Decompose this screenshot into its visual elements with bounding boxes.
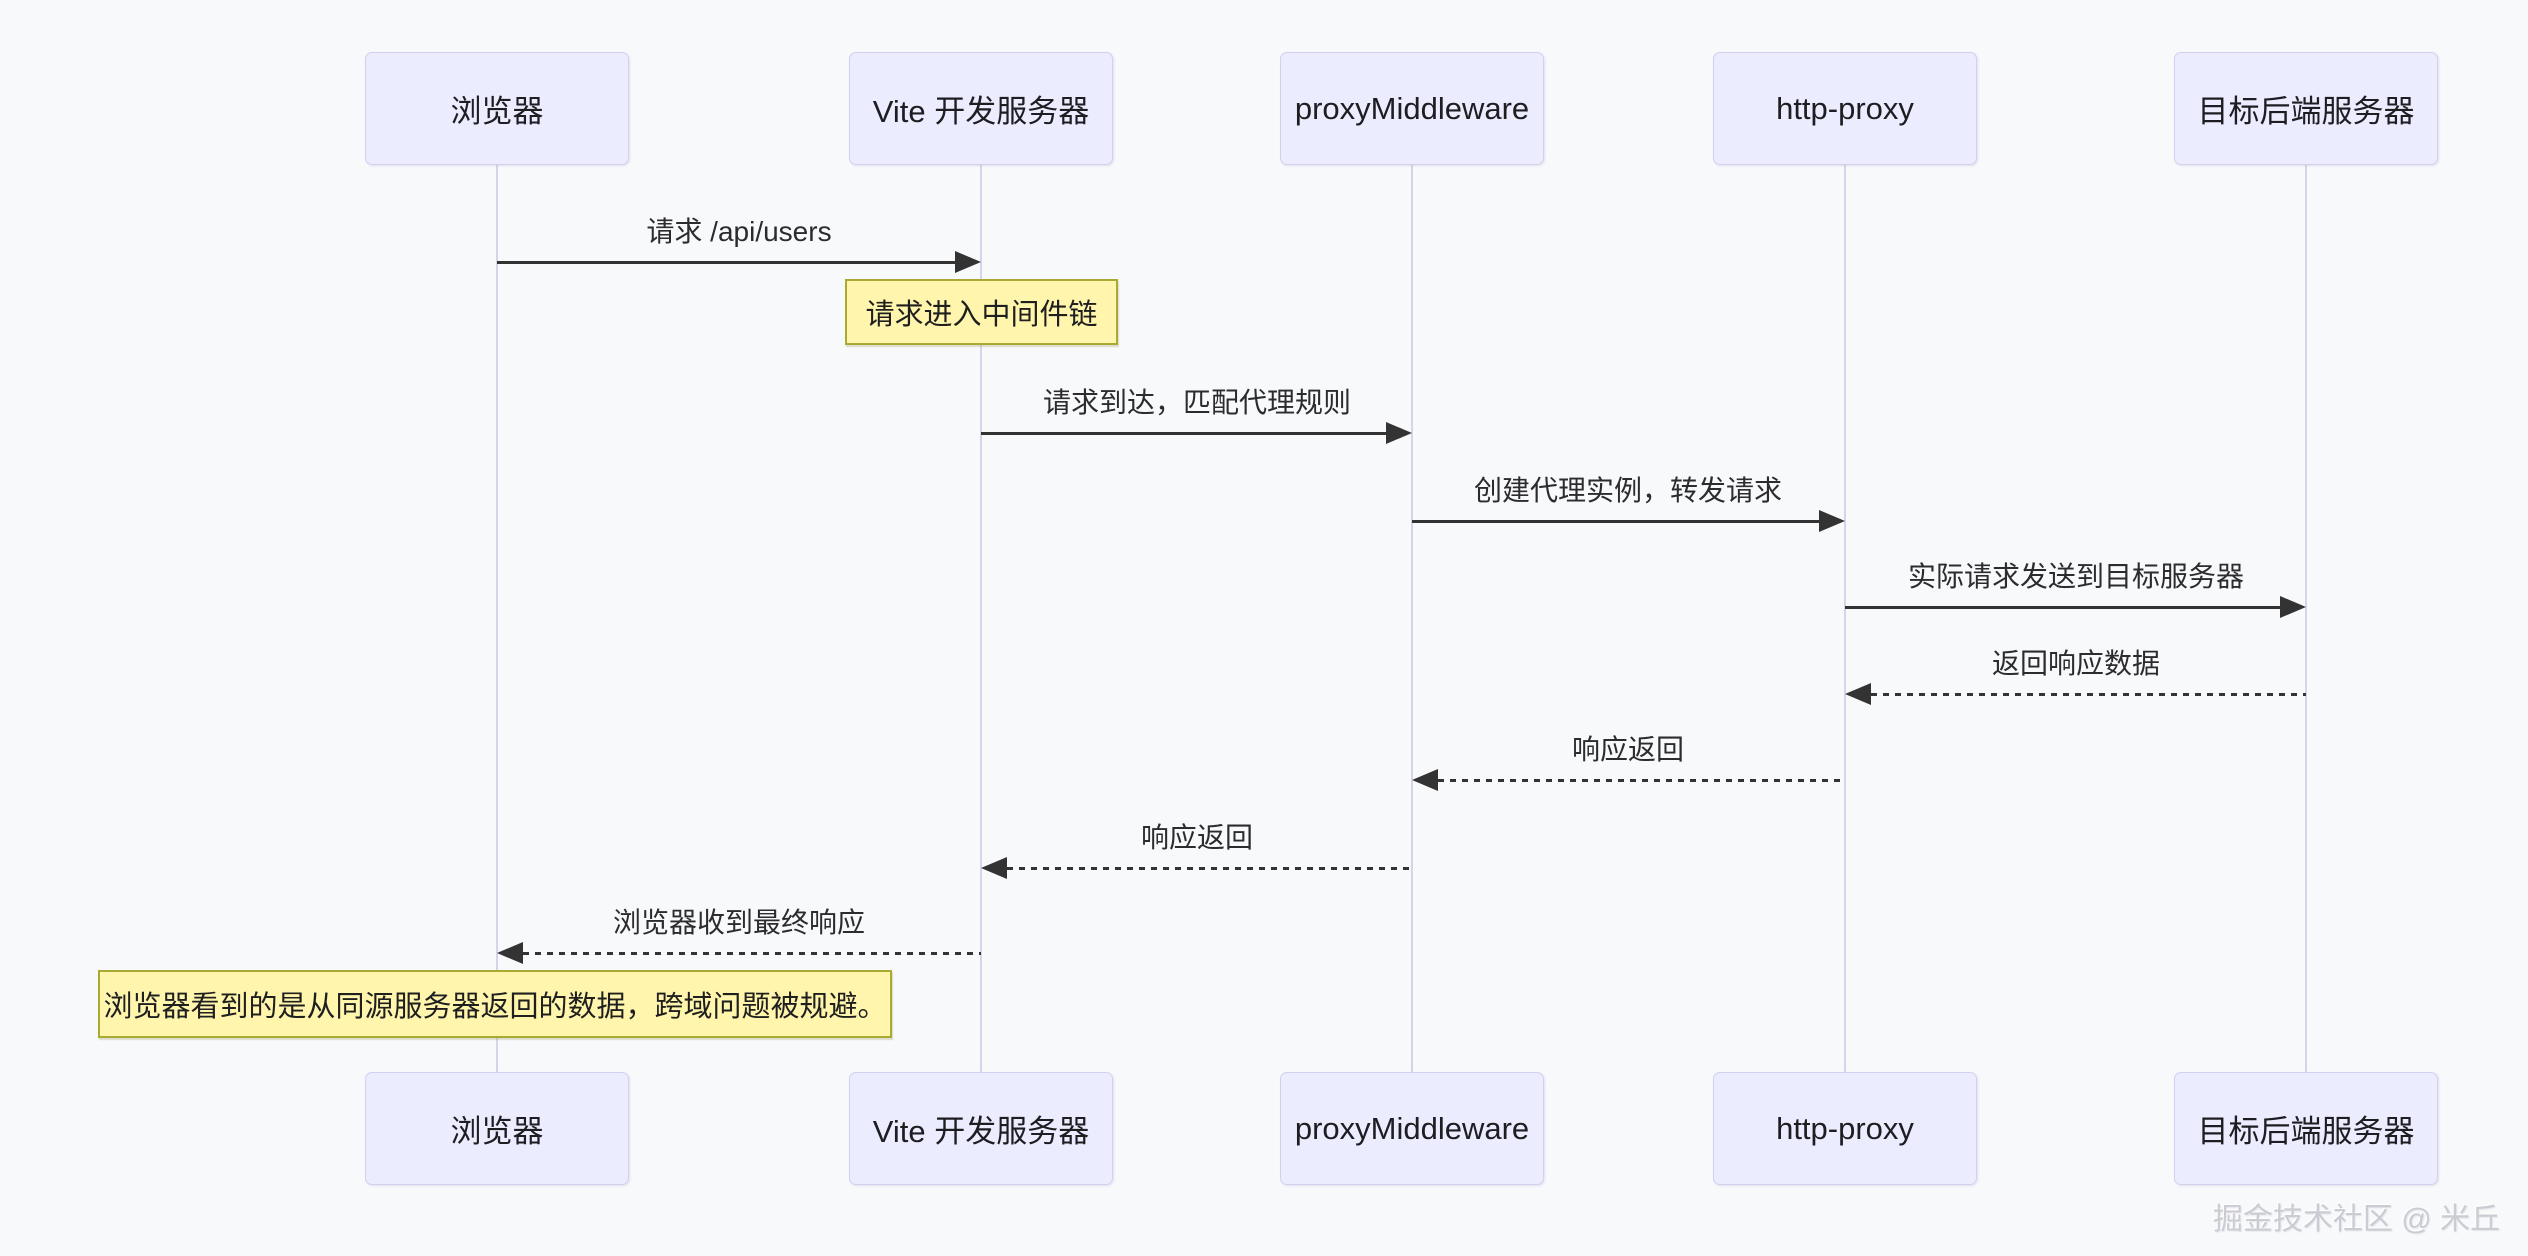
participant-proxy-middleware-top: proxyMiddleware <box>1280 52 1544 165</box>
message-8-arrowhead-icon <box>497 942 523 964</box>
message-2-line <box>981 432 1386 435</box>
message-7-line <box>1007 867 1412 870</box>
message-8-line <box>523 952 981 955</box>
participant-http-proxy-top: http-proxy <box>1713 52 1977 165</box>
message-2-label: 请求到达，匹配代理规则 <box>1042 387 1351 418</box>
message-5-arrowhead-icon <box>1845 683 1871 705</box>
participant-label: proxyMiddleware <box>1294 1110 1530 1146</box>
participant-target-backend-bottom: 目标后端服务器 <box>2174 1072 2438 1185</box>
message-6-label: 响应返回 <box>1571 734 1684 765</box>
participant-browser-bottom: 浏览器 <box>365 1072 629 1185</box>
participant-label: http-proxy <box>1776 90 1914 126</box>
participant-http-proxy-bottom: http-proxy <box>1713 1072 1977 1185</box>
message-3-line <box>1412 520 1819 523</box>
message-7-label: 响应返回 <box>1140 822 1253 853</box>
participant-vite-dev-server-bottom: Vite 开发服务器 <box>849 1072 1113 1185</box>
participant-label: http-proxy <box>1776 1110 1914 1146</box>
message-1-label: 请求 /api/users <box>646 216 832 247</box>
note-cors-avoided: 浏览器看到的是从同源服务器返回的数据，跨域问题被规避。 <box>98 970 892 1038</box>
participant-proxy-middleware-bottom: proxyMiddleware <box>1280 1072 1544 1185</box>
participant-label: Vite 开发服务器 <box>872 94 1090 129</box>
message-4-arrowhead-icon <box>2280 596 2306 618</box>
message-4-line <box>1845 606 2280 609</box>
lifeline-http-proxy <box>1844 165 1846 1072</box>
participant-label: 浏览器 <box>450 1114 544 1149</box>
lifeline-target-backend <box>2305 165 2307 1072</box>
note-text: 浏览器看到的是从同源服务器返回的数据，跨域问题被规避。 <box>103 991 887 1023</box>
lifeline-vite-dev-server <box>980 165 982 1072</box>
participant-label: Vite 开发服务器 <box>872 1114 1090 1149</box>
message-7-arrowhead-icon <box>981 857 1007 879</box>
participant-label: proxyMiddleware <box>1294 90 1530 126</box>
message-4-label: 实际请求发送到目标服务器 <box>1907 561 2244 592</box>
message-3-arrowhead-icon <box>1819 510 1845 532</box>
message-5-line <box>1871 693 2306 696</box>
lifeline-proxy-middleware <box>1411 165 1413 1072</box>
participant-label: 目标后端服务器 <box>2197 94 2415 129</box>
message-6-line <box>1438 779 1845 782</box>
participant-vite-dev-server-top: Vite 开发服务器 <box>849 52 1113 165</box>
participant-browser-top: 浏览器 <box>365 52 629 165</box>
participant-label: 目标后端服务器 <box>2197 1114 2415 1149</box>
message-8-label: 浏览器收到最终响应 <box>612 907 865 938</box>
message-2-arrowhead-icon <box>1386 422 1412 444</box>
watermark: 掘金技术社区 @ 米丘 <box>2212 1203 2500 1236</box>
message-3-label: 创建代理实例，转发请求 <box>1473 475 1782 506</box>
lifeline-browser <box>496 165 498 1072</box>
note-middleware-chain: 请求进入中间件链 <box>845 279 1118 345</box>
message-5-label: 返回响应数据 <box>1991 648 2160 679</box>
participant-target-backend-top: 目标后端服务器 <box>2174 52 2438 165</box>
participant-label: 浏览器 <box>450 94 544 129</box>
note-text: 请求进入中间件链 <box>865 299 1098 331</box>
message-1-line <box>497 261 957 264</box>
message-6-arrowhead-icon <box>1412 769 1438 791</box>
message-1-arrowhead-icon <box>955 251 981 273</box>
